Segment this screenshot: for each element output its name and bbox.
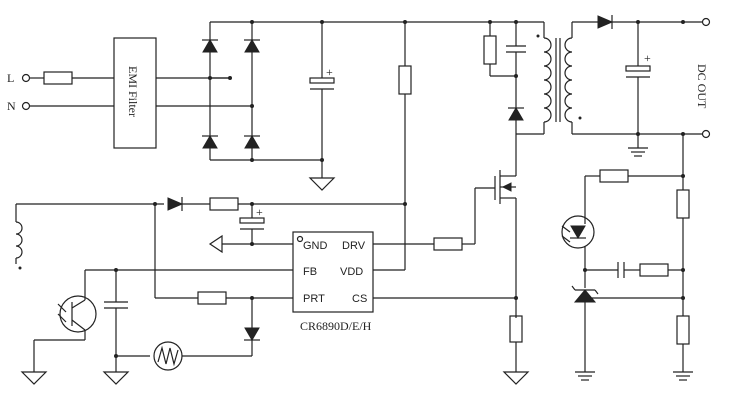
input-terminal-l (21, 73, 31, 83)
bulk-cap-plus: + (326, 65, 333, 79)
pin-drv: DRV (342, 240, 366, 252)
pin-cs: CS (352, 293, 367, 305)
sense-resistor (509, 315, 523, 343)
pin-fb: FB (303, 266, 317, 278)
prt-resistor (197, 291, 227, 305)
output-diode (597, 15, 614, 29)
ground-icon (502, 371, 530, 385)
vdd-cap-plus: + (256, 205, 263, 219)
pin-prt: PRT (303, 293, 325, 305)
output-terminal-neg (701, 129, 711, 139)
prt-diode (244, 327, 260, 341)
aux-diode (167, 197, 184, 211)
optocoupler-transistor (57, 295, 97, 340)
output-terminal-pos (701, 17, 711, 27)
flyback-transformer (516, 22, 582, 135)
bulk-capacitor: + (308, 20, 336, 191)
input-fuse (43, 71, 73, 85)
shunt-regulator (571, 285, 683, 372)
pin-gnd: GND (303, 240, 328, 252)
gate-resistor (433, 237, 463, 251)
power-mosfet (474, 134, 517, 318)
input-terminal-n (21, 101, 31, 111)
bridge-diode-4 (244, 135, 260, 149)
bridge-diode-2 (244, 39, 260, 53)
bridge-diode-1 (202, 39, 218, 53)
startup-resistor (398, 65, 412, 95)
input-label-l: L (7, 71, 14, 85)
ground-icon (575, 371, 595, 381)
control-ic: GND DRV FB VDD PRT CS CR6890D/E/H (292, 231, 374, 333)
ground-icon (208, 234, 223, 254)
output-cap-plus: + (644, 51, 651, 65)
aux-winding (15, 204, 23, 270)
ic-body (292, 231, 374, 313)
dc-out-label: DC OUT (695, 64, 709, 109)
chip-part-number: CR6890D/E/H (300, 319, 372, 333)
divider-resistor-bottom (676, 315, 690, 345)
snubber (483, 20, 544, 134)
bridge-diode-3 (202, 135, 218, 149)
input-label-n: N (7, 99, 16, 113)
emi-filter-label: EMI Filter (126, 66, 140, 117)
opto-led-resistor (599, 169, 629, 183)
output-capacitor: + (625, 22, 651, 134)
ground-icon (102, 371, 130, 385)
pin-vdd: VDD (340, 266, 363, 278)
vdd-resistor (209, 197, 239, 211)
ground-icon (673, 371, 693, 381)
ground-icon (628, 134, 648, 157)
ground-icon (20, 371, 48, 385)
vdd-capacitor: + (239, 204, 265, 246)
optocoupler-led (561, 215, 595, 249)
compensation-resistor (639, 263, 669, 277)
ground-icon (308, 177, 336, 191)
bridge-rectifier (202, 20, 405, 162)
divider-resistor-top (676, 189, 690, 219)
emi-filter-box (113, 37, 157, 149)
